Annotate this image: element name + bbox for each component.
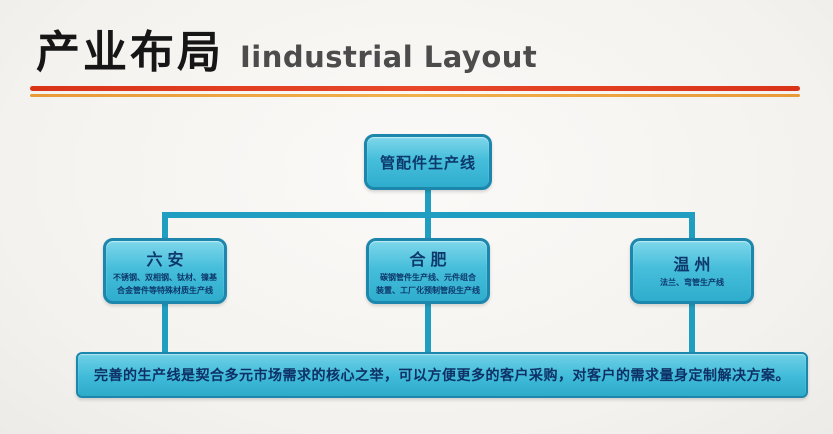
node-hefei-subtext-line2: 装置、工厂化预制管段生产线 <box>376 286 480 295</box>
node-luan-subtext-line2: 合金管件等特殊材质生产线 <box>117 286 213 295</box>
page-title: 产业布局 <box>36 27 224 78</box>
page-subtitle: Iindustrial Layout <box>240 40 538 74</box>
connector-drop-hefei <box>425 302 431 354</box>
node-luan-title: 六安 <box>146 249 189 269</box>
footer-banner: 完善的生产线是契合多元市场需求的核心之举，可以方便更多的客户采购，对客户的需求量… <box>76 352 808 398</box>
node-wenzhou-title: 温州 <box>673 255 716 275</box>
connector-root-stub <box>425 188 431 214</box>
divider-red-line <box>30 86 800 91</box>
node-wenzhou: 温州 法兰、弯管生产线 <box>630 238 754 304</box>
node-wenzhou-subtext-line1: 法兰、弯管生产线 <box>660 278 724 288</box>
node-hefei: 合肥 碳钢管件生产线、元件组合 装置、工厂化预制管段生产线 <box>366 238 490 304</box>
root-node-label: 管配件生产线 <box>379 153 476 172</box>
connector-stub-luan <box>162 212 168 240</box>
node-hefei-subtext-line1: 碳钢管件生产线、元件组合 <box>380 272 476 282</box>
header: 产业布局 Iindustrial Layout <box>36 16 537 80</box>
title-divider <box>30 86 800 97</box>
root-node-pipe-fittings: 管配件生产线 <box>364 134 492 190</box>
connector-stub-wenzhou <box>689 212 695 240</box>
connector-drop-wenzhou <box>689 302 695 354</box>
connector-stub-hefei <box>425 212 431 240</box>
divider-orange-line <box>30 94 800 97</box>
node-luan: 六安 不锈钢、双相钢、钛材、镍基 合金管件等特殊材质生产线 <box>103 238 227 304</box>
node-hefei-title: 合肥 <box>409 249 452 269</box>
node-luan-subtext-line1: 不锈钢、双相钢、钛材、镍基 <box>113 272 217 282</box>
connector-drop-luan <box>162 302 168 354</box>
